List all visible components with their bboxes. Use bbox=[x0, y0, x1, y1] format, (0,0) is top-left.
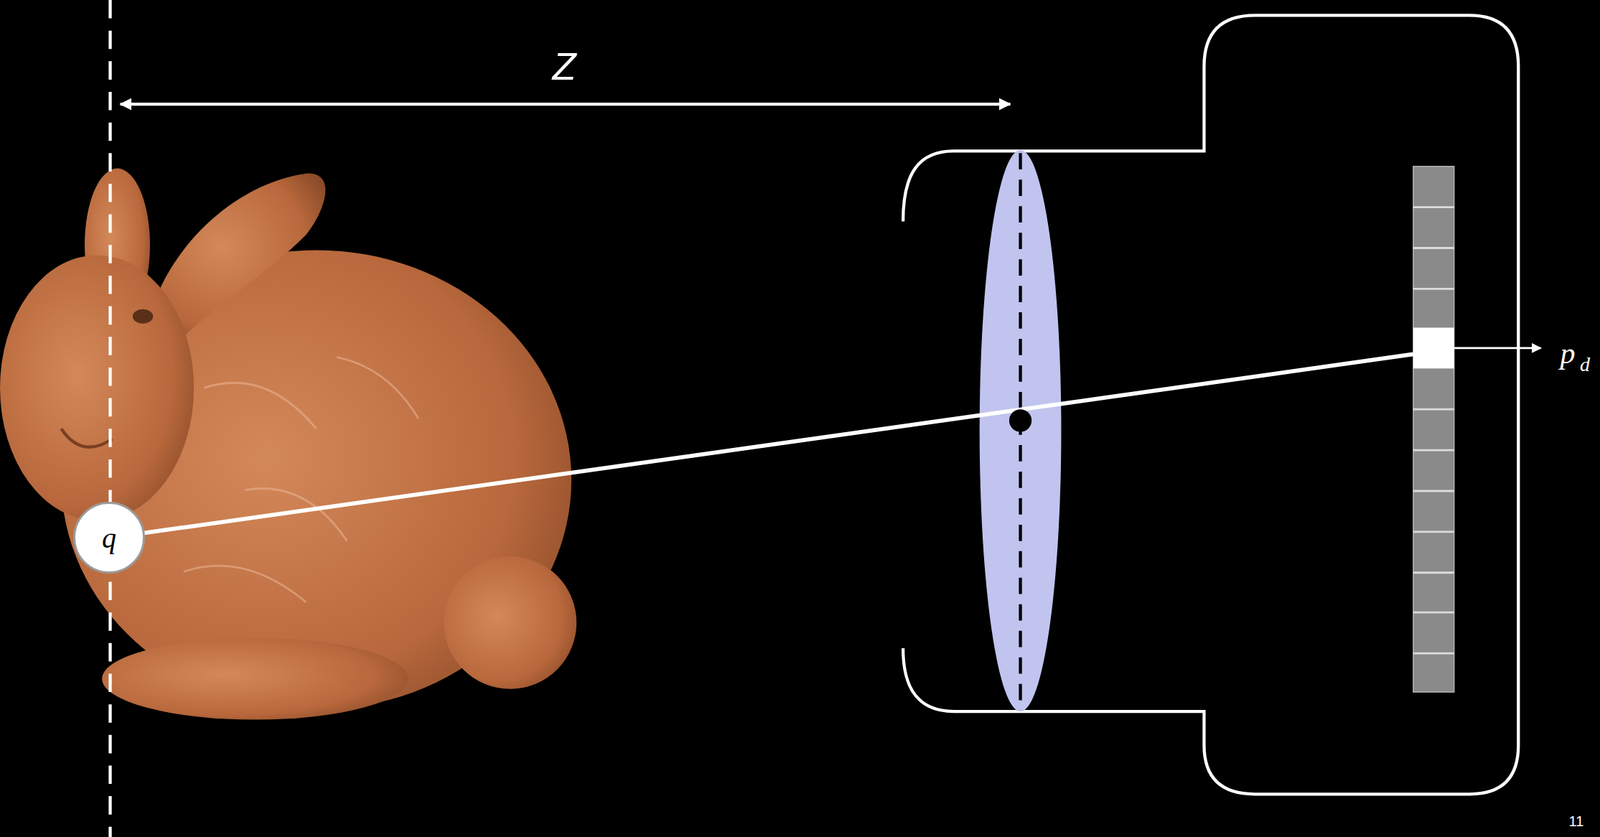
pinhole-dot bbox=[1009, 409, 1032, 432]
pixel-label: p bbox=[1560, 335, 1576, 371]
dimension-label: Z bbox=[552, 43, 577, 89]
output-arrow bbox=[1454, 346, 1542, 349]
object-plane bbox=[108, 0, 112, 837]
lens bbox=[979, 150, 1062, 712]
camera-body bbox=[903, 15, 1519, 794]
sensor bbox=[1413, 166, 1455, 692]
slide-number: 11 bbox=[1569, 813, 1585, 830]
pixel-subscript: d bbox=[1579, 353, 1590, 377]
dimension-arrow bbox=[120, 102, 1011, 106]
point-circle: q bbox=[73, 501, 145, 574]
light-ray bbox=[109, 353, 1414, 538]
point-label: q bbox=[101, 521, 117, 555]
bunny bbox=[0, 168, 577, 720]
